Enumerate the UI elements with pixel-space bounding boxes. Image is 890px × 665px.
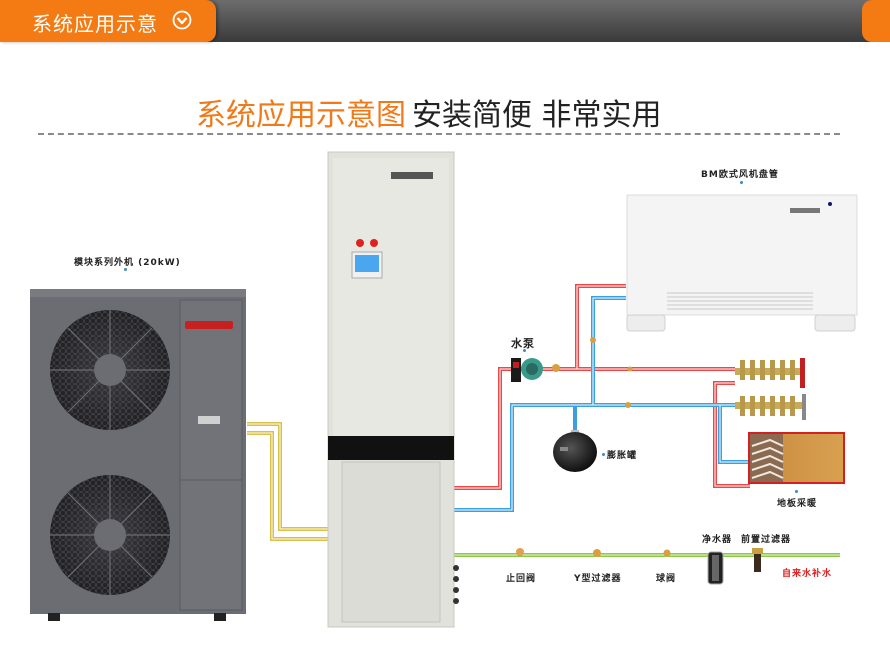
marker-dot xyxy=(795,490,798,493)
label-outdoor-unit: 模块系列外机 (20kW) xyxy=(74,258,181,268)
fan-bottom xyxy=(50,475,170,595)
label-y-filter: Y型过滤器 xyxy=(574,574,622,584)
label-pre-filter: 前置过滤器 xyxy=(741,535,792,545)
label-water-purifier: 净水器 xyxy=(702,535,733,545)
outdoor-brand-logo xyxy=(185,321,233,329)
fan-top xyxy=(50,310,170,430)
section-tab[interactable]: 系统应用示意 xyxy=(0,0,216,42)
marker-dot xyxy=(602,453,605,456)
label-tap-water-supply: 自来水补水 xyxy=(782,569,833,579)
right-tab xyxy=(862,0,890,42)
marker-dot xyxy=(523,349,526,352)
indoor-brand-logo xyxy=(391,172,433,179)
refrigerant-pipes xyxy=(247,422,328,541)
page-title: 系统应用示意图安装简便 非常实用 xyxy=(196,90,662,134)
dashed-divider xyxy=(38,133,840,135)
label-expansion-tank: 膨胀罐 xyxy=(607,451,638,461)
expansion-tank xyxy=(553,430,597,472)
black-band xyxy=(328,436,454,460)
label-pump: 水泵 xyxy=(511,337,535,350)
fan-coil-unit xyxy=(626,194,858,332)
label-check-valve: 止回阀 xyxy=(506,574,537,584)
outdoor-unit xyxy=(30,289,246,621)
label-fan-coil: BM欧式风机盘管 xyxy=(701,170,779,180)
pipe-valves xyxy=(590,337,633,408)
section-tab-label: 系统应用示意 xyxy=(32,12,158,36)
title-highlight: 系统应用示意图 xyxy=(196,98,406,133)
chevron-down-circle-icon xyxy=(172,10,192,30)
supply-components xyxy=(516,548,763,585)
floor-heating-panel xyxy=(748,432,845,484)
control-screen xyxy=(355,255,379,272)
marker-dot xyxy=(740,181,743,184)
marker-dot xyxy=(124,268,127,271)
manifolds xyxy=(735,358,806,420)
hot-water-pipes xyxy=(454,284,750,490)
title-rest: 安装简便 非常实用 xyxy=(412,98,662,133)
label-ball-valve: 球阀 xyxy=(656,574,677,584)
label-floor-heating: 地板采暖 xyxy=(777,499,818,509)
indoor-unit xyxy=(327,151,459,628)
water-pump xyxy=(511,358,560,382)
